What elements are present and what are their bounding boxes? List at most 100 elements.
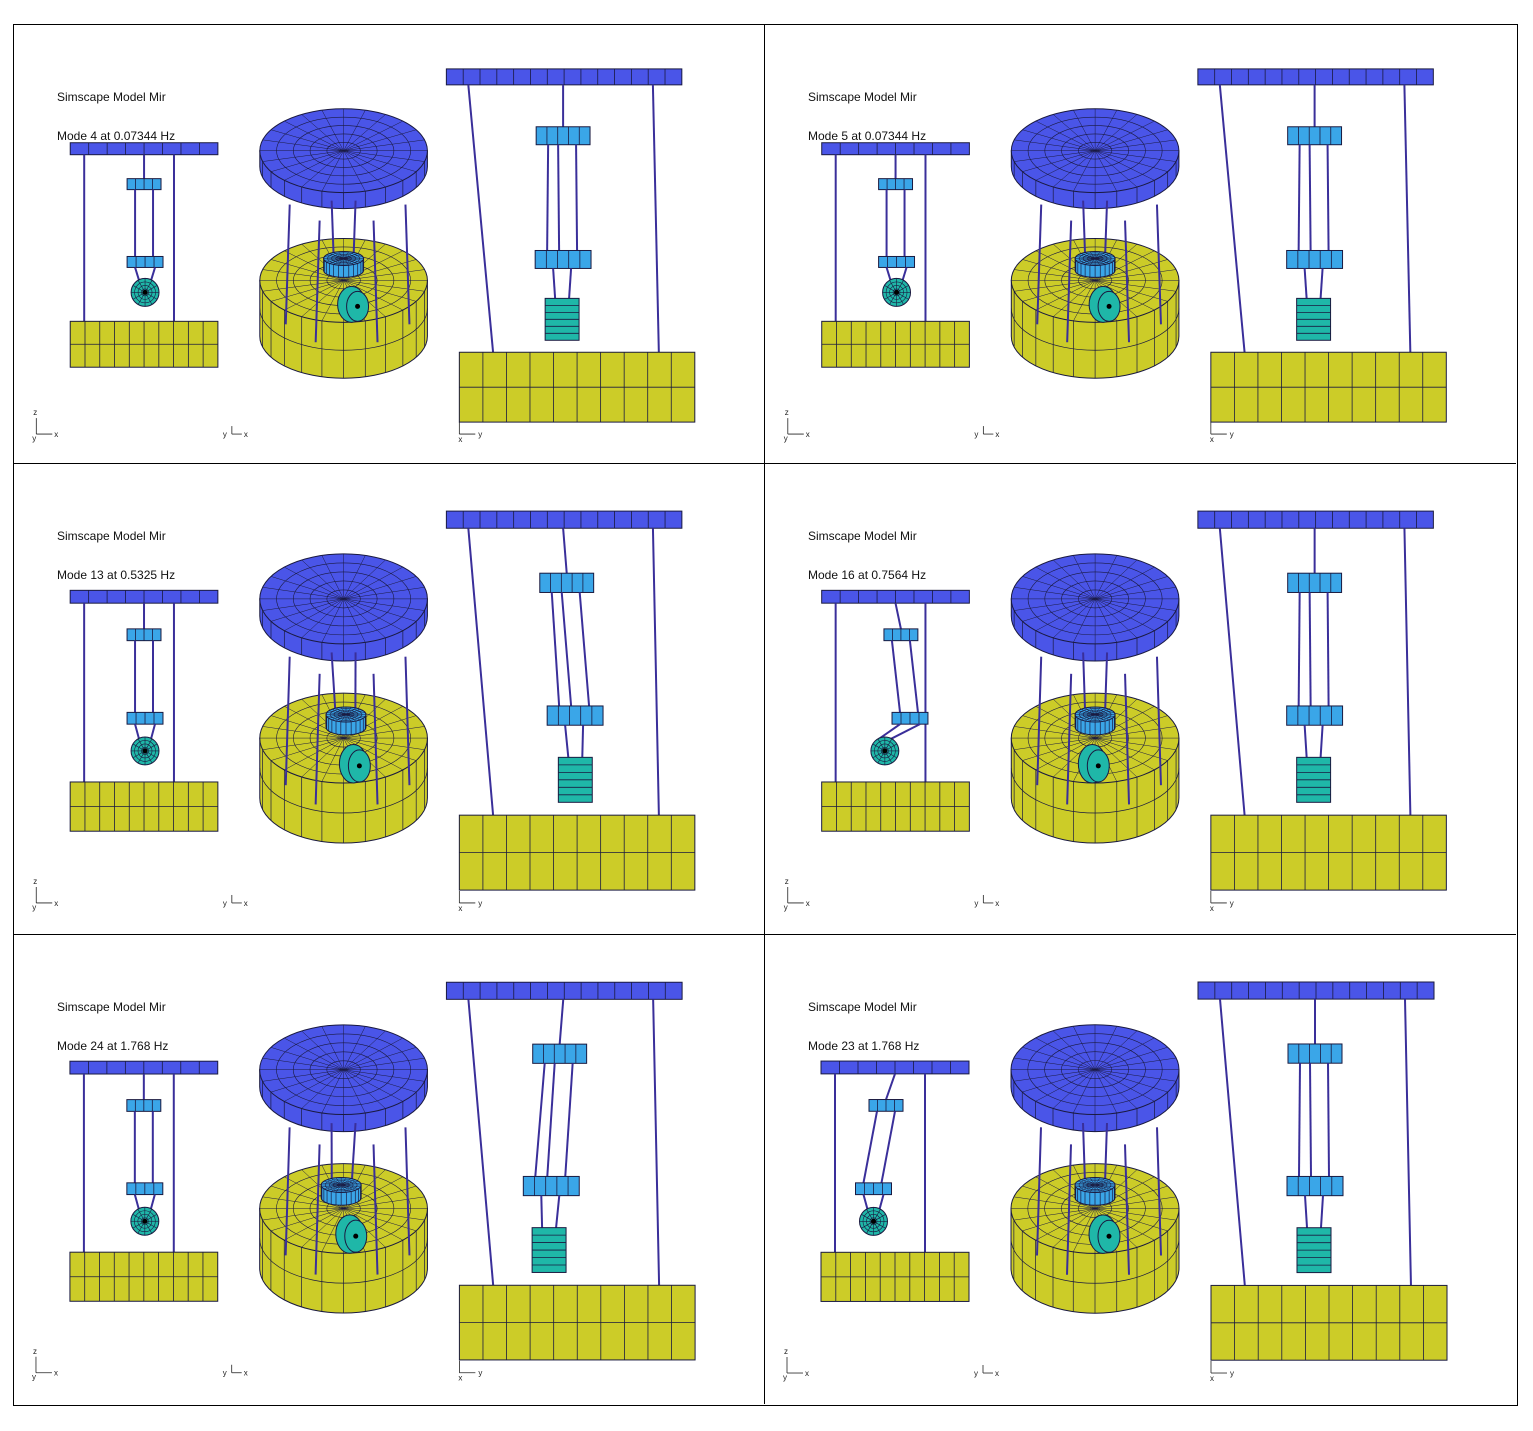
mesh-line (1095, 280, 1177, 292)
model-name: Simscape Model Mir (808, 1000, 917, 1014)
mesh-line (262, 1196, 344, 1209)
axis-label-x: x (1210, 435, 1214, 444)
mesh-line (1014, 150, 1096, 162)
axis-label-y: y (478, 430, 482, 439)
suspension-wire (1124, 1144, 1130, 1275)
model-name: Simscape Model Mir (808, 529, 917, 543)
axis-label-z: z (33, 408, 37, 417)
suspension-wire (546, 1063, 556, 1177)
mesh-line (1053, 559, 1096, 600)
mesh-line (343, 598, 417, 622)
front-view-lower-mass (1286, 705, 1344, 726)
suspension-wire (1304, 1195, 1308, 1228)
mesh-line (1052, 1030, 1096, 1070)
suspension-wire (534, 1063, 546, 1177)
model-name: Simscape Model Mir (57, 1000, 166, 1014)
mesh-line (301, 737, 344, 778)
front-view-upper-mass (1287, 126, 1343, 146)
mesh-line (1073, 110, 1096, 151)
suspension-wire (372, 1144, 379, 1275)
mesh-line (1077, 1181, 1096, 1186)
mesh-line (1053, 114, 1096, 151)
suspension-wire (330, 200, 335, 257)
axis-label-z: z (33, 877, 37, 886)
mesh-line (1075, 258, 1096, 261)
suspension-wire (1082, 652, 1087, 713)
mesh-line (1084, 1184, 1096, 1192)
suspension-wire (564, 725, 570, 758)
mesh-line (343, 258, 354, 265)
mesh-line (1089, 1177, 1096, 1186)
mesh-line (323, 1180, 342, 1186)
axis-label-x: x (995, 430, 999, 439)
mesh-line (262, 280, 344, 292)
suspension-wire (1104, 200, 1109, 257)
mesh-line (1094, 1178, 1106, 1186)
mesh-line (1014, 726, 1096, 739)
mesh-line (262, 139, 344, 151)
mesh-line (1052, 1069, 1096, 1109)
mesh-line (262, 726, 344, 739)
mesh-line (1035, 150, 1096, 181)
mesh-line (331, 714, 347, 721)
axis-label-y: y (784, 903, 788, 912)
axis-label-y: y (223, 899, 227, 908)
panel-title: Simscape Model Mir Mode 13 at 0.5325 Hz (57, 504, 175, 608)
mesh-line (343, 598, 386, 639)
mesh-line (343, 1026, 366, 1070)
mesh-line (343, 150, 366, 192)
mesh-line (343, 1057, 425, 1070)
mesh-line (343, 1069, 366, 1114)
mesh-line (1073, 1026, 1096, 1070)
mesh-line (321, 110, 344, 151)
mesh-line (1095, 576, 1168, 600)
mesh-line (262, 269, 344, 281)
pivot-dot (356, 763, 362, 769)
mesh-line (1022, 715, 1096, 739)
suspension-wire (1104, 1122, 1108, 1183)
suspension-wire (546, 144, 550, 251)
mesh-line (301, 150, 344, 188)
suspension-wire (133, 1194, 140, 1210)
suspension-wire (1066, 220, 1073, 343)
mesh-line (1089, 707, 1096, 715)
mesh-line (1094, 598, 1155, 631)
mesh-line (1073, 150, 1096, 192)
pivot-dot (355, 303, 361, 309)
suspension-wire (134, 723, 140, 740)
mesh-line (343, 1069, 417, 1093)
axis-label-x: x (54, 430, 58, 439)
mesh-line (326, 258, 344, 263)
suspension-wire (1297, 144, 1301, 251)
suspension-wire (894, 602, 902, 630)
suspension-wire (1155, 656, 1162, 786)
mesh-line (333, 252, 344, 259)
suspension-wire (134, 267, 141, 281)
mesh-line (324, 258, 344, 261)
pivot-dot (871, 1218, 876, 1224)
mesh-line (343, 259, 417, 281)
mode-label: Mode 16 at 0.7564 Hz (808, 568, 927, 582)
mesh-line (1094, 1184, 1101, 1193)
mesh-line (1084, 714, 1096, 722)
axis-label-x: x (458, 904, 462, 913)
suspension-wire (557, 144, 561, 251)
suspension-wire (1066, 1144, 1072, 1275)
model-name: Simscape Model Mir (808, 90, 917, 104)
mesh-line (270, 576, 344, 600)
mesh-line (1077, 710, 1096, 715)
mesh-line (329, 253, 344, 259)
mesh-line (1095, 708, 1110, 715)
mesh-line (1094, 1184, 1115, 1188)
mesh-line (338, 251, 344, 259)
suspension-wire (1319, 725, 1324, 758)
suspension-wire (575, 144, 579, 251)
mesh-line (1095, 712, 1115, 715)
axis-label-y: y (223, 430, 227, 439)
front-view-lower-mass (546, 705, 604, 726)
mesh-line (343, 110, 366, 151)
mode-label: Mode 13 at 0.5325 Hz (57, 568, 176, 582)
mesh-line (328, 714, 347, 719)
